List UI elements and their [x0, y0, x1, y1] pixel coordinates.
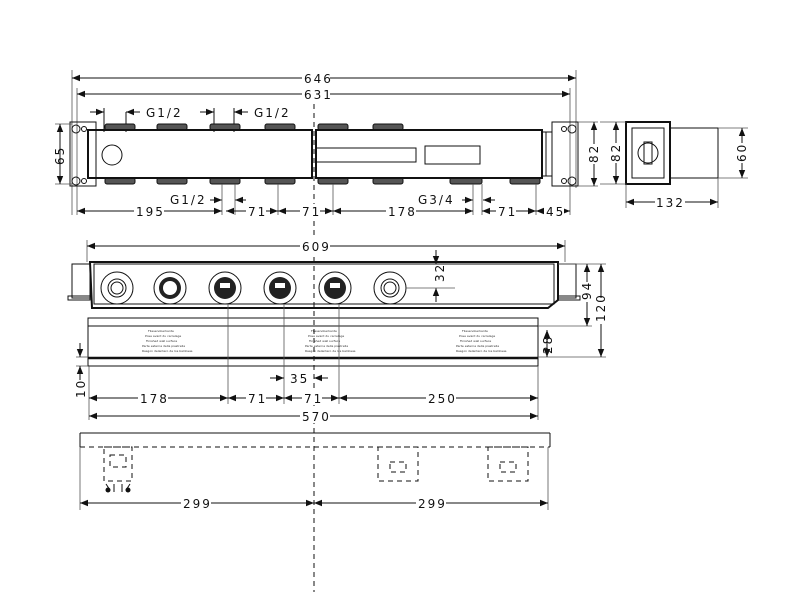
- dim-71-a: 71: [248, 205, 267, 219]
- control-knob: [101, 144, 123, 166]
- svg-text:Finished wall surface: Finished wall surface: [146, 339, 177, 343]
- dim-45: 45: [546, 205, 565, 219]
- svg-text:Pose avant du carrelage: Pose avant du carrelage: [459, 334, 495, 338]
- bottom-dim-chain: 195 71 71 178 71 45: [77, 184, 570, 219]
- dim-82-label: 82: [587, 144, 601, 163]
- module-slot-2: [424, 145, 481, 165]
- valve-body-left: [87, 129, 313, 179]
- svg-text:Finished wall surface: Finished wall surface: [460, 339, 491, 343]
- valve-body-right: [315, 129, 543, 179]
- svg-text:Finished wall surface: Finished wall surface: [309, 339, 340, 343]
- ports-front: [100, 271, 407, 305]
- mounting-bracket-right: [551, 121, 579, 187]
- svg-text:Rasgon delantero de los baldos: Rasgon delantero de los baldosas: [142, 349, 193, 353]
- side-dim-60: 60: [735, 143, 749, 162]
- svg-text:Parte esterna della piastrella: Parte esterna della piastrella: [305, 344, 348, 348]
- ports-bottom: [104, 177, 541, 185]
- dim-10: 10: [74, 379, 88, 398]
- dim-646-label: 646: [304, 72, 333, 86]
- dim-299-right: 299: [418, 497, 447, 511]
- svg-text:Fliesenoberkante: Fliesenoberkante: [311, 329, 337, 333]
- dim-195: 195: [136, 205, 165, 219]
- dim-28: 28: [541, 335, 555, 354]
- dim-71-b: 71: [302, 205, 321, 219]
- svg-text:Rasgon delantero de los baldos: Rasgon delantero de los baldosas: [305, 349, 356, 353]
- svg-text:Pose avant du carrelage: Pose avant du carrelage: [308, 334, 344, 338]
- thread-label-bottom-right: G3/4: [418, 193, 455, 207]
- dim-65-label: 65: [53, 146, 67, 165]
- dim-32: 32: [433, 263, 447, 282]
- side-dim-132: 132: [656, 196, 685, 210]
- side-dim-82: 82: [609, 143, 623, 162]
- module-slot-1: [315, 147, 417, 163]
- dim-120: 120: [594, 293, 608, 322]
- thread-label-top-left: G1/2: [146, 106, 183, 120]
- svg-text:Parte esterna della piastrella: Parte esterna della piastrella: [142, 344, 185, 348]
- dim-71-c: 71: [498, 205, 517, 219]
- dim-178-front: 178: [140, 392, 169, 406]
- dim-570: 570: [302, 410, 331, 424]
- thread-label-bottom-left: G1/2: [170, 193, 207, 207]
- dim-178: 178: [388, 205, 417, 219]
- dim-631-label: 631: [304, 88, 333, 102]
- pipe-stub: [669, 127, 719, 179]
- plaster-guard: [87, 317, 539, 367]
- dim-609: 609: [302, 240, 331, 254]
- dim-94: 94: [580, 281, 594, 300]
- mounting-bracket-left: [69, 121, 97, 187]
- svg-text:Rasgon delantero de los baldos: Rasgon delantero de los baldosas: [456, 349, 507, 353]
- dim-299-left: 299: [183, 497, 212, 511]
- finished-wall-label-2: Fliesenoberkante Pose avant du carrelage…: [305, 329, 356, 353]
- bottom-view: 299 299: [79, 432, 551, 511]
- dim-250: 250: [428, 392, 457, 406]
- svg-text:Parte esterna della piastrella: Parte esterna della piastrella: [456, 344, 499, 348]
- finished-wall-label-3: Fliesenoberkante Pose avant du carrelage…: [456, 329, 507, 353]
- thread-label-top-mid: G1/2: [254, 106, 291, 120]
- finished-wall-label-1: Fliesenoberkante Pose avant du carrelage…: [142, 329, 193, 353]
- svg-text:Pose avant du carrelage: Pose avant du carrelage: [145, 334, 181, 338]
- svg-text:Fliesenoberkante: Fliesenoberkante: [462, 329, 488, 333]
- svg-text:Fliesenoberkante: Fliesenoberkante: [148, 329, 174, 333]
- dim-71-front-a: 71: [248, 392, 267, 406]
- front-view: 609 Fliesenoberkante Pose avant du carre…: [67, 239, 608, 424]
- ports-top: [104, 123, 404, 131]
- top-view: 646 631 G1/2 G1/2: [53, 70, 601, 219]
- dim-35: 35: [290, 372, 309, 386]
- side-view: 82 60 132: [600, 121, 749, 210]
- dim-71-front-b: 71: [304, 392, 323, 406]
